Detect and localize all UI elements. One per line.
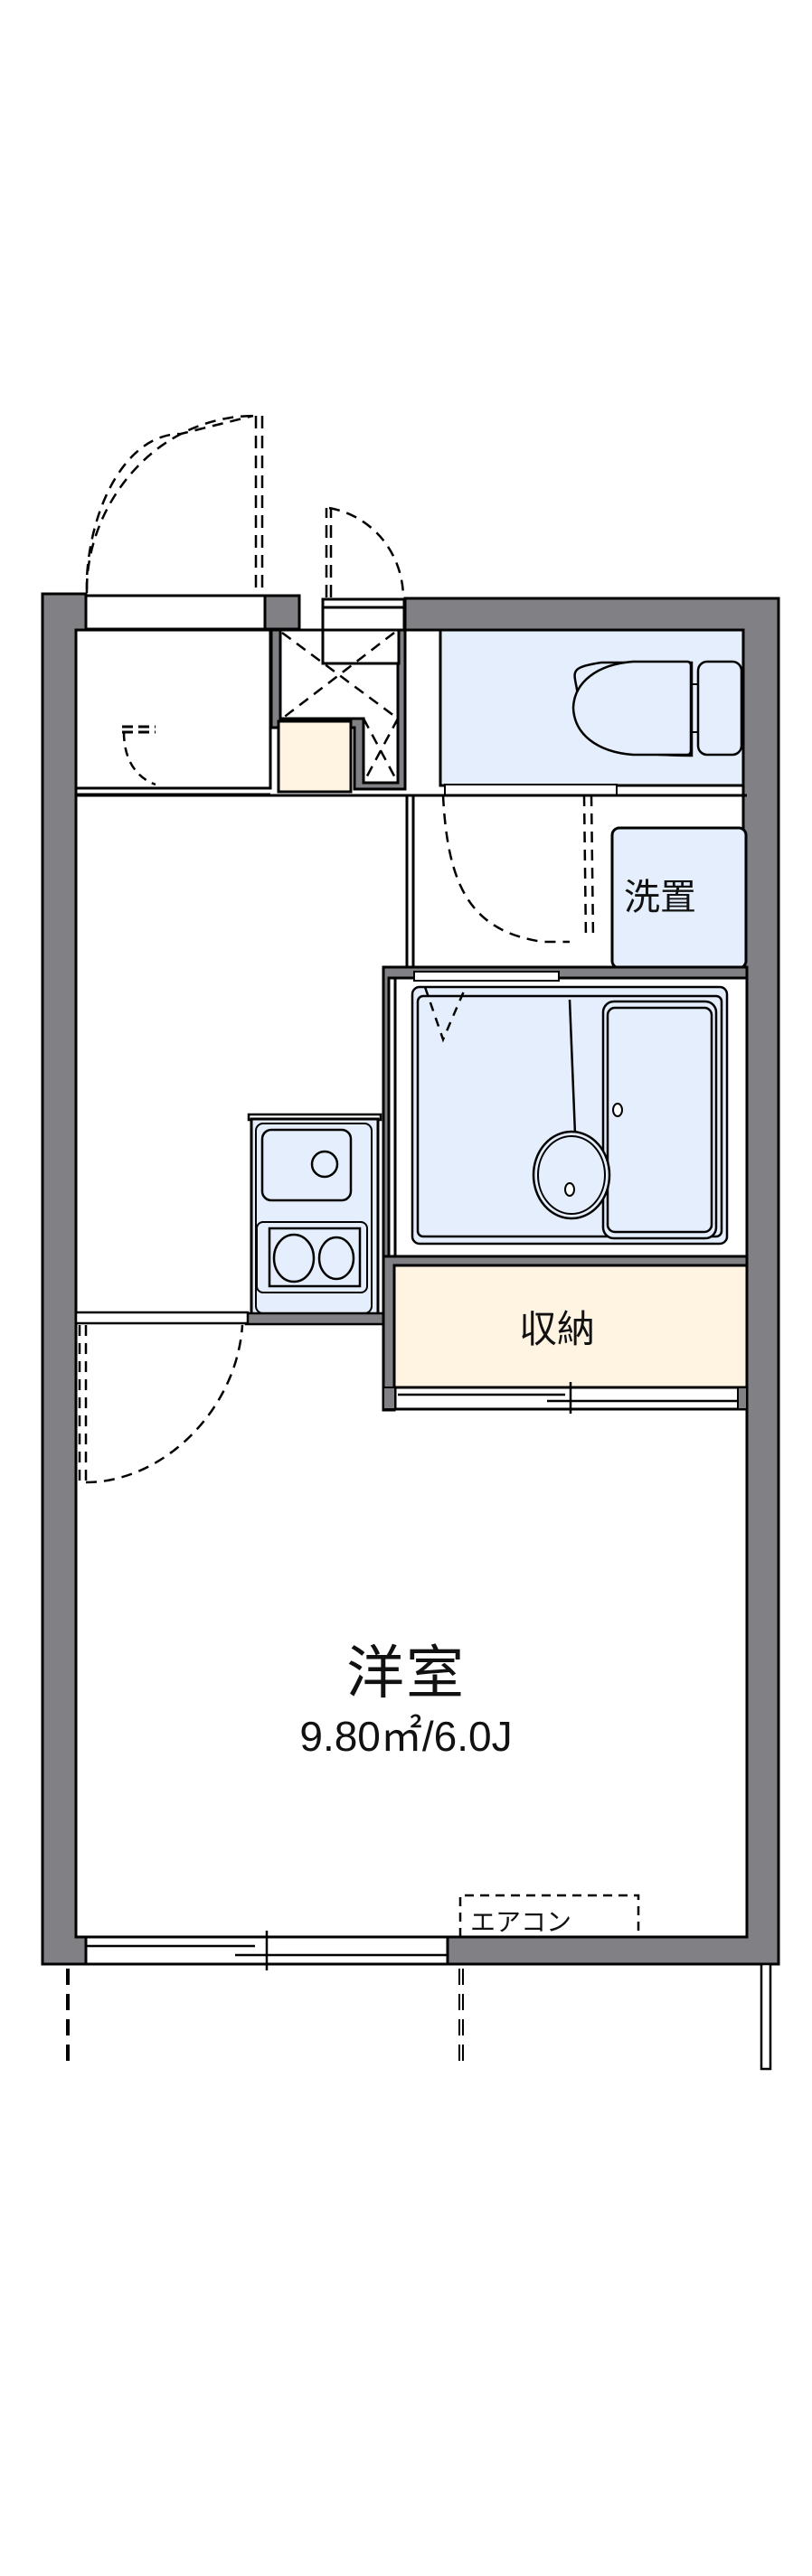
- balcony-window: [84, 1931, 449, 1970]
- kitchen-unit: [244, 1113, 385, 1326]
- laundry-door-swing: [441, 794, 570, 944]
- shoe-cabinet: [277, 719, 353, 794]
- toilet-bowl-icon: [571, 660, 693, 757]
- room-door: [74, 1311, 250, 1484]
- air-conditioner-outline: [458, 1894, 640, 1937]
- entrance-door: [84, 414, 267, 631]
- top-wall-mid: [263, 594, 301, 631]
- balcony-rail: [760, 1962, 772, 2071]
- air-conditioner-label: エアコン: [470, 1907, 572, 1937]
- toilet-tank-icon: [696, 660, 743, 757]
- room-area-western: 9.80㎡/6.0J: [299, 1713, 513, 1760]
- pipe-shaft: [269, 628, 407, 791]
- shaft-door: [321, 506, 406, 641]
- storage: [382, 1255, 749, 1414]
- toilet-room: [439, 628, 745, 787]
- room-name-western: 洋室: [346, 1641, 466, 1707]
- sink-icon: [260, 1128, 353, 1202]
- room-name-storage: 収納: [519, 1307, 596, 1351]
- room-name-laundry: 洗置: [624, 877, 696, 918]
- bathroom: [382, 965, 749, 1267]
- entrance-area: [74, 628, 272, 796]
